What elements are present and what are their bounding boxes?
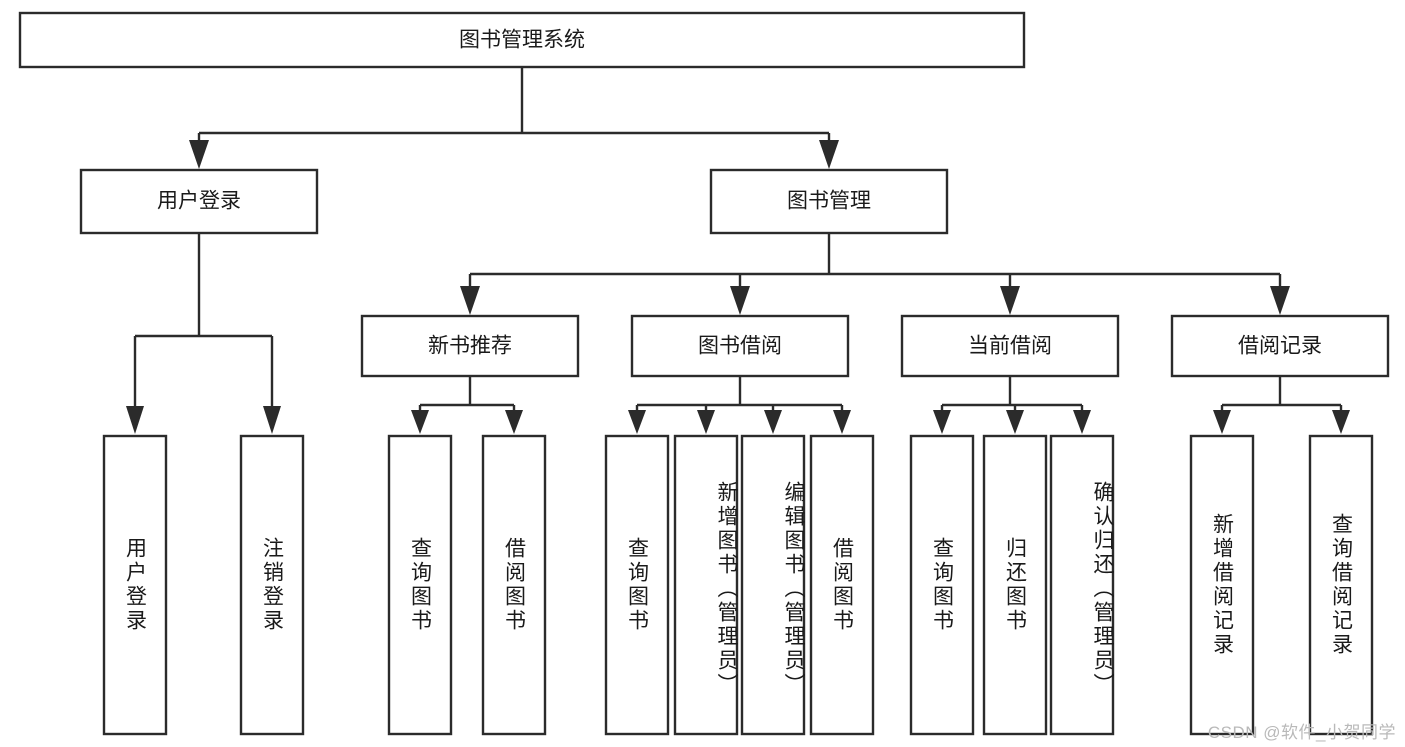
arrow-head-book-manage [819, 140, 839, 169]
arrow-head-leaf-borrow-book-2 [833, 410, 851, 434]
leaf-box-query-borrow-record[interactable] [1308, 434, 1374, 736]
node-user-login[interactable]: 用户登录 [79, 168, 319, 235]
arrow-head-leaf-user-login [126, 406, 144, 434]
connectors-root-to-level2 [189, 67, 839, 169]
arrow-head-new-book-recommend [460, 286, 480, 315]
leaf-box-edit-book-admin[interactable] [740, 434, 806, 736]
arrow-head-leaf-add-borrow-record [1213, 410, 1231, 434]
node-current-borrow-box[interactable] [900, 314, 1120, 378]
node-root-box[interactable] [18, 11, 1026, 69]
arrow-head-current-borrow [1000, 286, 1020, 315]
leaf-box-query-book-3[interactable] [909, 434, 975, 736]
connectors-current-borrow-to-leaves [933, 376, 1091, 434]
node-borrow-record[interactable]: 借阅记录 [1170, 314, 1390, 378]
leaf-box-add-book-admin[interactable] [673, 434, 739, 736]
node-book-manage-box[interactable] [709, 168, 949, 235]
arrow-head-leaf-edit-book-admin [764, 410, 782, 434]
leaf-box-add-borrow-record[interactable] [1189, 434, 1255, 736]
node-book-borrow[interactable]: 图书借阅 [630, 314, 850, 378]
arrow-head-leaf-logout-login [263, 406, 281, 434]
connectors-new-book-recommend-to-leaves [411, 376, 523, 434]
node-root[interactable]: 图书管理系统 [18, 11, 1026, 69]
arrow-head-leaf-add-book-admin [697, 410, 715, 434]
connectors-user-login-to-leaves [126, 233, 281, 434]
node-current-borrow-label: 当前借阅 [968, 335, 1052, 358]
node-user-login-box[interactable] [79, 168, 319, 235]
node-current-borrow[interactable]: 当前借阅 [900, 314, 1120, 378]
arrow-head-leaf-confirm-return [1073, 410, 1091, 434]
node-borrow-record-box[interactable] [1170, 314, 1390, 378]
arrow-head-leaf-return-book [1006, 410, 1024, 434]
leaf-box-logout-login[interactable] [239, 434, 305, 736]
arrow-head-book-borrow [730, 286, 750, 315]
leaf-box-borrow-book-1[interactable] [481, 434, 547, 736]
leaf-boxes [102, 434, 1374, 736]
arrow-head-user-login [189, 140, 209, 169]
node-new-book-recommend-label: 新书推荐 [428, 335, 512, 358]
leaf-box-return-book[interactable] [982, 434, 1048, 736]
arrow-head-leaf-query-borrow-record [1332, 410, 1350, 434]
csdn-watermark: CSDN @软件_小贺同学 [1207, 723, 1396, 742]
arrow-head-leaf-query-book-1 [411, 410, 429, 434]
arrow-head-borrow-record [1270, 286, 1290, 315]
leaf-box-query-book-1[interactable] [387, 434, 453, 736]
node-new-book-recommend-box[interactable] [360, 314, 580, 378]
node-borrow-record-label: 借阅记录 [1238, 335, 1322, 358]
node-book-manage[interactable]: 图书管理 [709, 168, 949, 235]
arrow-head-leaf-query-book-3 [933, 410, 951, 434]
arrow-head-leaf-borrow-book-1 [505, 410, 523, 434]
leaf-box-user-login[interactable] [102, 434, 168, 736]
node-book-borrow-box[interactable] [630, 314, 850, 378]
leaf-box-borrow-book-2[interactable] [809, 434, 875, 736]
connectors-book-manage-to-level3 [460, 233, 1290, 315]
leaf-box-query-book-2[interactable] [604, 434, 670, 736]
node-user-login-label: 用户登录 [157, 190, 241, 213]
node-book-manage-label: 图书管理 [787, 190, 871, 213]
node-new-book-recommend[interactable]: 新书推荐 [360, 314, 580, 378]
connectors-book-borrow-to-leaves [628, 376, 851, 434]
node-root-label: 图书管理系统 [459, 29, 585, 52]
arrow-head-leaf-query-book-2 [628, 410, 646, 434]
leaf-box-confirm-return[interactable] [1049, 434, 1115, 736]
connectors-borrow-record-to-leaves [1213, 376, 1350, 434]
node-book-borrow-label: 图书借阅 [698, 335, 782, 358]
